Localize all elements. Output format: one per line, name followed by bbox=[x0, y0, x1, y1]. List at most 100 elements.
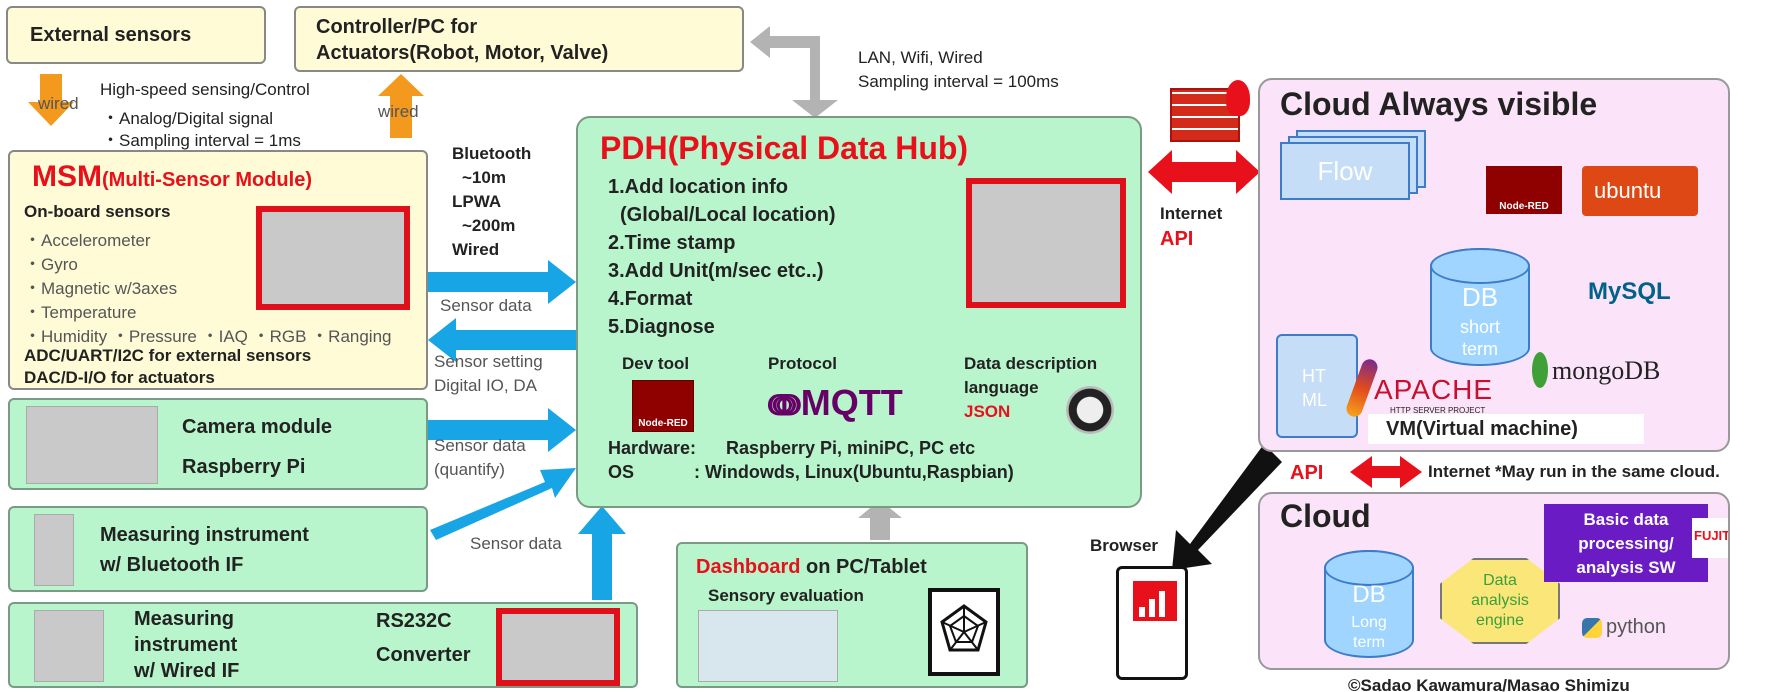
instrument-bt-box: Measuring instrument w/ Bluetooth IF bbox=[8, 506, 428, 592]
msm-item-temperature: ・Temperature bbox=[24, 303, 137, 322]
credit-text: ©Sadao Kawamura/Masao Shimizu bbox=[1348, 676, 1630, 692]
browser-tablet-icon bbox=[1116, 566, 1188, 680]
db-long-term-cylinder: DB Long term bbox=[1324, 550, 1414, 658]
dashboard-sub: Sensory evaluation bbox=[708, 586, 864, 605]
msm-onboard-label: On-board sensors bbox=[24, 202, 171, 221]
browser-chart-icon bbox=[1133, 581, 1177, 621]
chart-bar-1 bbox=[1139, 607, 1145, 617]
highspeed-note-2: ・Analog/Digital signal bbox=[102, 109, 274, 128]
flow-label: Flow bbox=[1317, 156, 1373, 186]
html-label-2: ML bbox=[1302, 390, 1328, 410]
mysql-logo: MySQL bbox=[1582, 254, 1702, 314]
chart-bar-2 bbox=[1149, 599, 1155, 617]
pdh-datadesc-2: language bbox=[964, 378, 1039, 397]
mongodb-logo-text: mongoDB bbox=[1552, 356, 1661, 385]
pdh-step-2: 2.Time stamp bbox=[608, 232, 736, 254]
grey-arrow-controller bbox=[750, 26, 838, 118]
red-arrow-api bbox=[1350, 456, 1422, 488]
nodered-logo: Node-RED bbox=[632, 380, 694, 432]
radio-10m: ~10m bbox=[462, 168, 506, 187]
mqtt-icon: ↈ bbox=[768, 389, 801, 422]
db-short-2: short bbox=[1459, 317, 1501, 337]
lan-note-1: LAN, Wifi, Wired bbox=[858, 48, 983, 67]
label-sensor-data-3: Sensor data bbox=[470, 534, 562, 553]
nodered-logo-text: Node-RED bbox=[638, 418, 688, 429]
lan-note-2: Sampling interval = 100ms bbox=[858, 72, 1059, 91]
db-short-3: term bbox=[1462, 339, 1498, 359]
msm-adc: ADC/UART/I2C for external sensors bbox=[24, 346, 312, 365]
fire-icon bbox=[1226, 80, 1250, 116]
camera-photo bbox=[26, 406, 158, 484]
pdh-step-5: 5.Diagnose bbox=[608, 316, 715, 338]
apache-logo-text: APACHE bbox=[1374, 374, 1494, 405]
tablet-photo bbox=[698, 610, 838, 682]
apache-logo-sub: HTTP SERVER PROJECT bbox=[1390, 406, 1486, 415]
blue-arrow-sensor-data bbox=[428, 260, 576, 304]
html-scroll-icon: HT ML bbox=[1276, 334, 1358, 438]
python-icon bbox=[1582, 618, 1602, 638]
basic-data-sw-box: Basic data processing/ analysis SW bbox=[1544, 504, 1708, 582]
db-long-2: Long bbox=[1351, 614, 1387, 631]
radar-chart-glyph bbox=[940, 604, 988, 652]
controller-label-2: Actuators(Robot, Motor, Valve) bbox=[316, 42, 609, 64]
internet-label: Internet bbox=[1160, 204, 1223, 223]
dashboard-title-red: Dashboard bbox=[696, 556, 801, 578]
flow-box: Flow bbox=[1280, 142, 1410, 200]
pdh-step-1b: (Global/Local location) bbox=[620, 204, 836, 226]
cloud1-title: Cloud Always visible bbox=[1280, 86, 1598, 122]
controller-box: Controller/PC for Actuators(Robot, Motor… bbox=[294, 6, 744, 72]
pdh-hw-value: Raspberry Pi, miniPC, PC etc bbox=[726, 438, 976, 458]
wired-label-right: wired bbox=[378, 102, 419, 121]
blue-arrow-instrument-bt bbox=[430, 468, 576, 540]
api-note-text: Internet *May run in the same cloud. bbox=[1428, 462, 1720, 481]
highspeed-note-3: ・Sampling interval = 1ms bbox=[102, 131, 301, 150]
wired-label-left: wired bbox=[38, 94, 79, 113]
html-label-1: HT bbox=[1302, 366, 1326, 386]
db-long-top bbox=[1324, 550, 1414, 586]
fujitsu-logo-text: FUJITSU bbox=[1694, 528, 1728, 543]
msm-item-accelerometer: ・Accelerometer bbox=[24, 231, 151, 250]
engine-1: Data bbox=[1483, 572, 1517, 589]
controller-label-1: Controller/PC for bbox=[316, 16, 478, 38]
pdh-protocol-label: Protocol bbox=[768, 354, 837, 373]
camera-label-1: Camera module bbox=[182, 416, 333, 438]
instrument-bt-label-2: w/ Bluetooth IF bbox=[100, 554, 244, 576]
vm-bar: VM(Virtual machine) bbox=[1368, 414, 1644, 444]
mqtt-logo: ↈMQTT bbox=[768, 382, 903, 424]
api-label: API bbox=[1160, 228, 1194, 250]
mqtt-text: MQTT bbox=[800, 382, 903, 423]
cloud-2-box: Cloud DB Long term Data analysis engine … bbox=[1258, 492, 1730, 670]
radar-chart-icon bbox=[928, 588, 1000, 676]
grey-arrow-dashboard bbox=[858, 500, 902, 540]
analysis-engine-octagon: Data analysis engine bbox=[1440, 558, 1560, 644]
ubuntu-logo: ubuntu bbox=[1582, 166, 1698, 216]
msm-box: MSM(Multi-Sensor Module) On-board sensor… bbox=[8, 150, 428, 390]
radio-wired: Wired bbox=[452, 240, 500, 259]
engine-3: engine bbox=[1475, 612, 1525, 629]
fujitsu-logo: FUJITSU bbox=[1692, 518, 1728, 558]
browser-label: Browser bbox=[1090, 536, 1159, 555]
pdh-os-value: : Windowds, Linux(Ubuntu,Raspbian) bbox=[694, 462, 1014, 482]
engine-2: analysis bbox=[1471, 592, 1529, 609]
nodered-cloud-logo-text: Node-RED bbox=[1499, 201, 1549, 212]
radio-200m: ~200m bbox=[462, 216, 516, 235]
mysql-logo-text: MySQL bbox=[1588, 278, 1671, 305]
radio-bluetooth: Bluetooth bbox=[452, 144, 532, 163]
chart-bar-3 bbox=[1159, 591, 1165, 617]
cloud2-title: Cloud bbox=[1280, 498, 1371, 534]
msm-title-big: MSM bbox=[32, 160, 102, 193]
rs232-label-2: Converter bbox=[376, 644, 471, 666]
pdh-step-3: 3.Add Unit(m/sec etc..) bbox=[608, 260, 824, 282]
label-sensor-data-q1: Sensor data bbox=[434, 436, 526, 455]
instrument-wired-box: Measuring instrument w/ Wired IF RS232C … bbox=[8, 602, 638, 688]
camera-box: Camera module Raspberry Pi bbox=[8, 398, 428, 490]
pdh-box: PDH(Physical Data Hub) 1.Add location in… bbox=[576, 116, 1142, 508]
radio-lpwa: LPWA bbox=[452, 192, 502, 211]
db-short-term-cylinder: DB short term bbox=[1430, 248, 1530, 366]
ubuntu-logo-text: ubuntu bbox=[1594, 178, 1662, 203]
cloud-always-visible-box: Cloud Always visible Flow Node-RED ubunt… bbox=[1258, 78, 1730, 452]
pdh-json: JSON bbox=[964, 402, 1011, 421]
db-short-top bbox=[1430, 248, 1530, 284]
pdh-datadesc-1: Data description bbox=[964, 354, 1098, 373]
msm-item-others: ・Humidity ・Pressure ・IAQ ・RGB ・Ranging bbox=[24, 327, 392, 346]
